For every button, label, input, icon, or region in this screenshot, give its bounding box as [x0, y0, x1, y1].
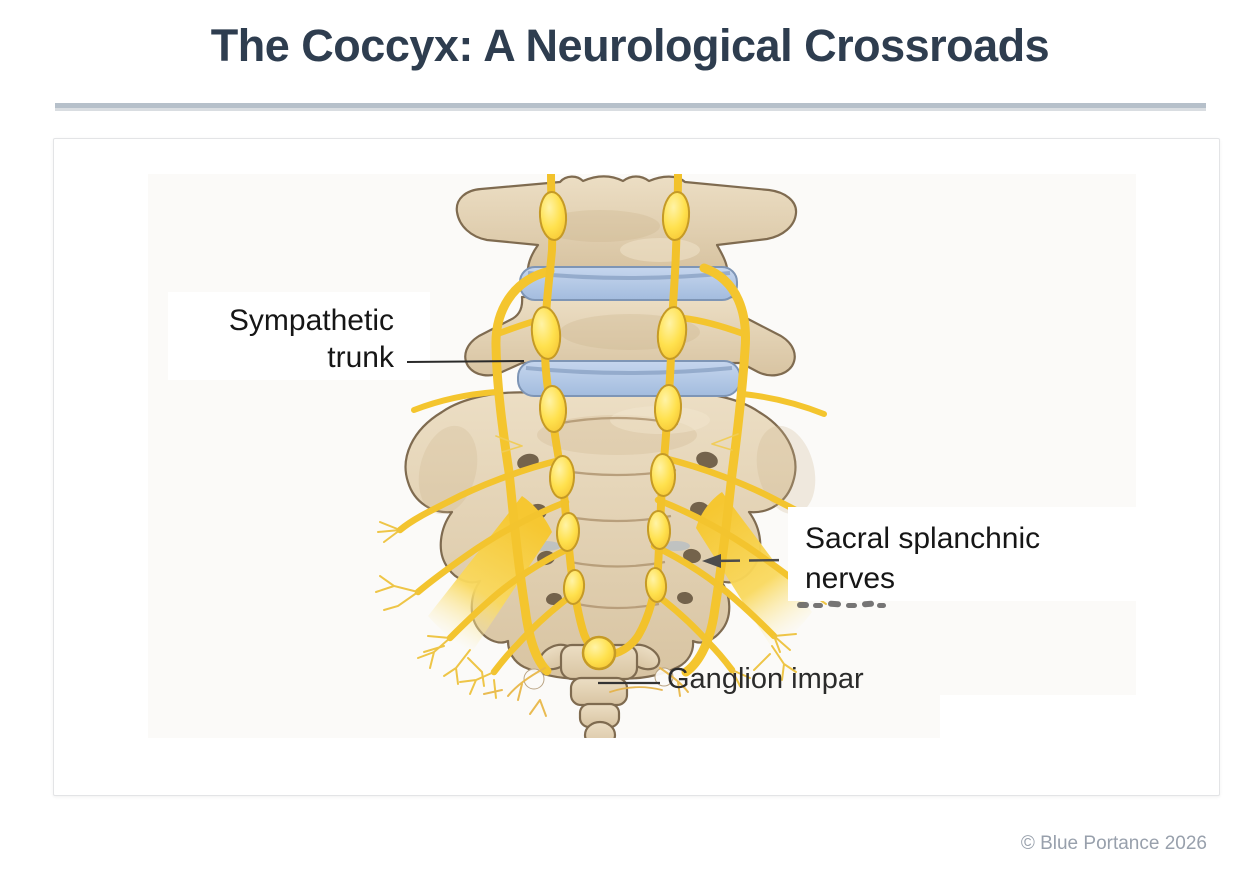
label-line: Sacral splanchnic [805, 522, 1041, 555]
label-line: Ganglion impar [667, 663, 864, 695]
sacral-splanchnic-branches [396, 454, 828, 676]
page-title: The Coccyx: A Neurological Crossroads [210, 20, 1050, 71]
label-sympathetic-trunk: Sympathetic trunk [168, 292, 430, 380]
coccyx-illustration [148, 174, 1136, 738]
intervertebral-discs [517, 266, 741, 397]
nerves [375, 174, 849, 717]
title-divider [55, 103, 1206, 111]
ganglion-impar-node [581, 635, 617, 671]
bone-shading [418, 210, 816, 551]
sympathetic-trunk-left [540, 174, 600, 656]
vertebra-upper [455, 175, 798, 270]
copyright: © Blue Portance 2026 [1020, 833, 1207, 854]
coccygeal-gap-left [523, 668, 545, 690]
nerve-bundle-left [428, 496, 552, 652]
nerve-twigs [375, 433, 849, 717]
sympathetic-ganglia [530, 191, 691, 605]
label-line: nerves [805, 562, 896, 595]
label-ganglion-impar: Ganglion impar [667, 663, 864, 696]
outer-nerve-right [681, 263, 750, 677]
diagram-stage: Sympathetic trunk Sacral splanchnic nerv… [148, 174, 1136, 738]
label-sacral-splanchnic-nerves: Sacral splanchnic nerves [788, 507, 1136, 601]
white-cover-patch [940, 695, 1136, 738]
label-line: Sympathetic [228, 304, 394, 337]
label-line: trunk [327, 341, 394, 374]
